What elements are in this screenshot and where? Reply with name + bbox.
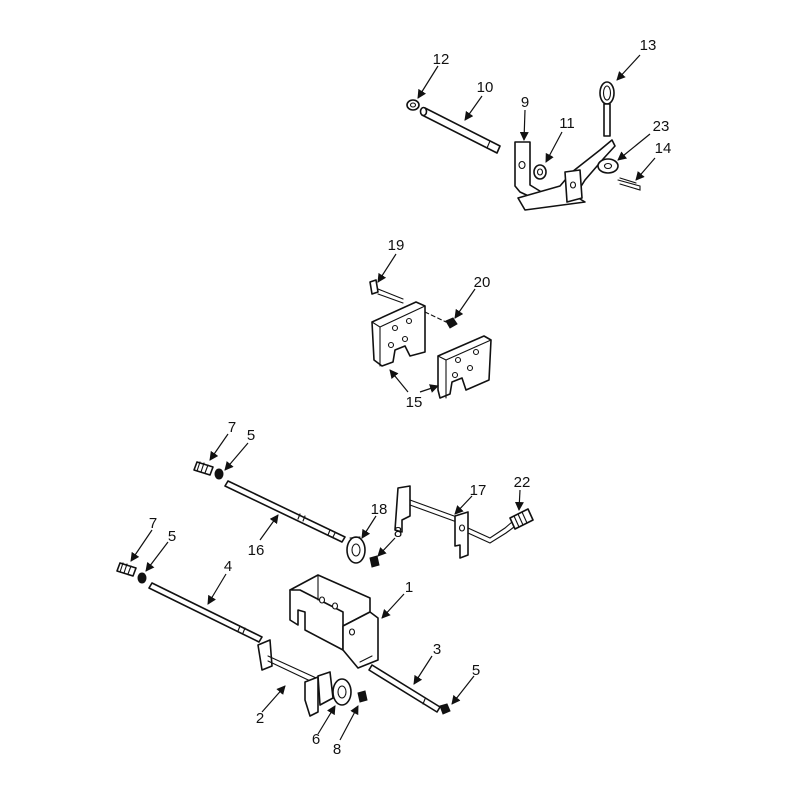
part-8-set-screw-lower: [357, 690, 368, 703]
part-6-pulley: [332, 678, 352, 706]
part-12-nut: [406, 99, 420, 111]
part-17-lever-bracket: [394, 485, 515, 559]
part-7-spring-lower: [116, 562, 137, 577]
part-1-housing: [289, 574, 379, 669]
callout-2: 2: [256, 710, 264, 727]
part-11-bushing: [533, 164, 547, 180]
part-5-nut-upper: [214, 468, 224, 480]
part-18-pulley: [346, 536, 366, 564]
callout-5-upper: 5: [247, 427, 255, 444]
part-16-rod: [224, 480, 346, 543]
hitch-lever-arm: [517, 139, 616, 211]
callout-12: 12: [433, 51, 450, 68]
part-3-rod: [368, 664, 441, 713]
callout-3: 3: [433, 641, 441, 658]
callout-7-upper: 7: [228, 419, 236, 436]
part-2-lever-bracket: [257, 639, 334, 717]
callout-13: 13: [640, 37, 657, 54]
part-23-washer: [597, 158, 619, 174]
callout-labels: 12 10 9 11 13 23 14 19 20 15 7 5 16 18 8…: [149, 37, 672, 758]
part-7-spring-upper: [193, 461, 214, 476]
callout-19: 19: [388, 237, 405, 254]
callout-7-lower: 7: [149, 515, 157, 532]
part-20-nut: [445, 317, 458, 329]
part-4-rod: [148, 582, 263, 643]
part-22-grip: [509, 508, 534, 530]
callout-5-right: 5: [472, 662, 480, 679]
callout-5-lower: 5: [168, 528, 176, 545]
callout-10: 10: [477, 79, 494, 96]
part-14-hairpin-clip: [617, 177, 641, 191]
part-5-nut-right: [439, 703, 451, 715]
callout-8-upper: 8: [394, 524, 402, 541]
callout-6: 6: [312, 731, 320, 748]
part-10-shaft: [419, 106, 501, 154]
callout-15: 15: [406, 394, 423, 411]
callout-22: 22: [514, 474, 531, 491]
part-8-set-screw-upper: [369, 555, 380, 568]
part-15-plate-left: [371, 301, 426, 367]
callout-16: 16: [248, 542, 265, 559]
part-19-bolt: [369, 279, 404, 304]
leader-lines: [130, 54, 656, 741]
callout-23: 23: [653, 118, 670, 135]
callout-17: 17: [470, 482, 487, 499]
callout-9: 9: [521, 94, 529, 111]
callout-1: 1: [405, 579, 413, 596]
part-13-eye-bolt: [599, 81, 615, 137]
callout-18: 18: [371, 501, 388, 518]
callout-20: 20: [474, 274, 491, 291]
callout-11: 11: [559, 115, 575, 132]
callout-14: 14: [655, 140, 672, 157]
part-15-plate-right: [437, 335, 492, 399]
part-5-nut-lower: [137, 572, 147, 584]
callout-8-lower: 8: [333, 741, 341, 758]
callout-4: 4: [224, 558, 232, 575]
